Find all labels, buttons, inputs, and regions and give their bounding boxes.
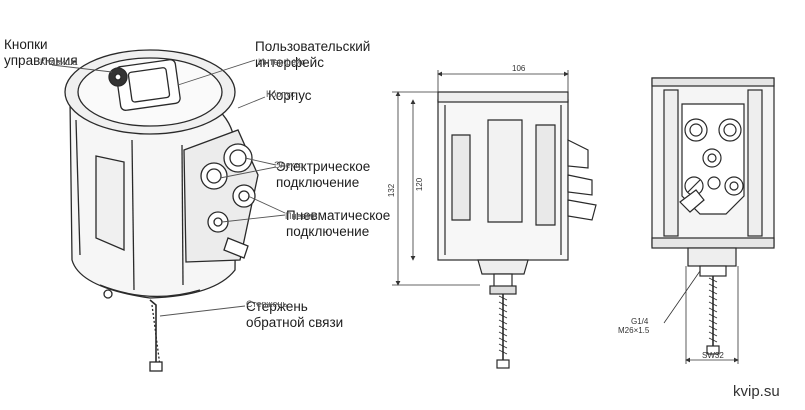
- callout-feedback-rod-overprint: Стержень: [246, 299, 288, 309]
- callout-controls-overprint: Клавиша: [40, 57, 78, 67]
- callout-controls: Кнопки управления: [4, 37, 78, 68]
- front-view: [437, 91, 597, 369]
- dimension-height-inner: 120: [415, 177, 425, 192]
- callout-housing-overprint: Корпус: [266, 89, 296, 99]
- callout-feedback-rod: Стержень обратной связи: [246, 299, 344, 330]
- callout-pneumatic: Пневматическое подключение: [286, 208, 391, 239]
- callout-pneumatic-overprint: Пневмо: [285, 211, 318, 221]
- dimension-thread-m26: M26×1.5: [618, 326, 650, 335]
- dimension-wrench-sw32: SW32: [702, 351, 724, 360]
- callout-electrical: Электрическое подключение: [276, 159, 371, 190]
- callout-user-interface-overprint: Интерфейс: [258, 57, 306, 67]
- callout-housing: Корпус: [268, 88, 312, 103]
- dimension-thread-g14: G1/4: [631, 317, 649, 326]
- callout-user-interface: Пользовательский интерфейс: [255, 39, 371, 70]
- dimension-width: 106: [512, 64, 526, 73]
- side-dimension-lines: [663, 266, 739, 364]
- callout-electrical-overprint: Электр: [274, 160, 304, 170]
- isometric-view: [64, 49, 259, 372]
- front-dimension-lines: [392, 70, 569, 286]
- callout-leaders: [51, 59, 286, 317]
- side-view: [651, 77, 775, 355]
- dimension-height-outer: 132: [387, 183, 397, 198]
- site-watermark: kvip.su: [733, 383, 780, 400]
